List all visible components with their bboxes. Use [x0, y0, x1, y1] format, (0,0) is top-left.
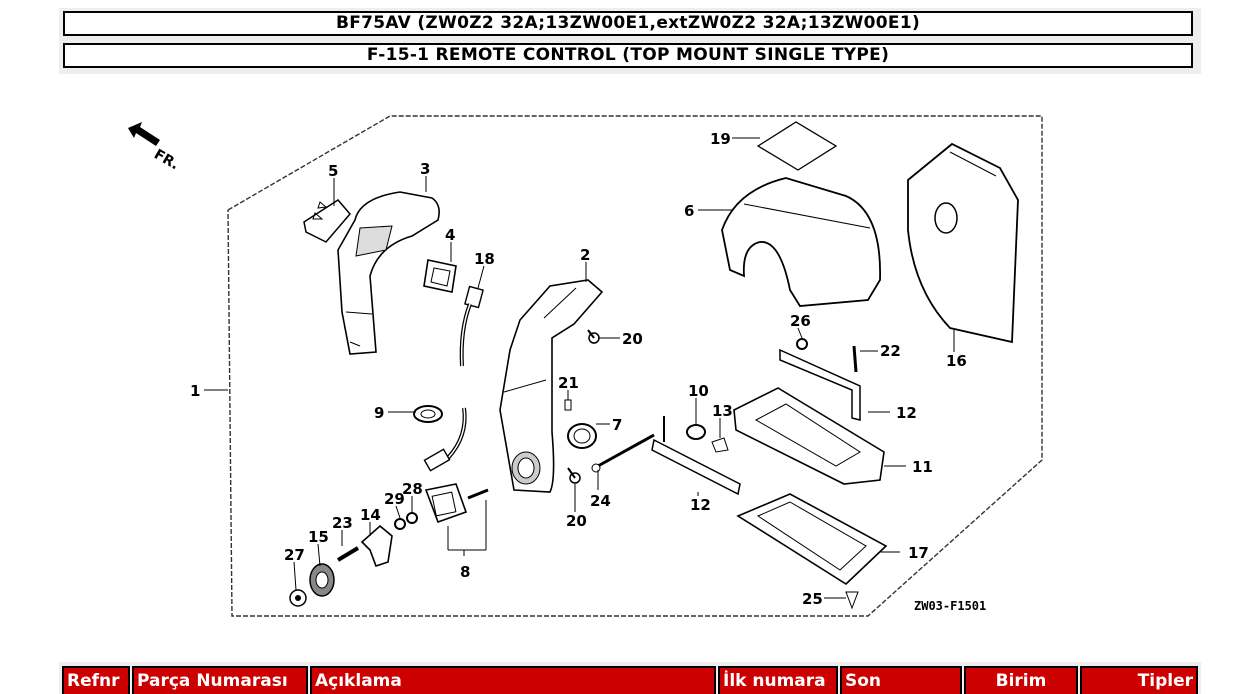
part-20-shape [587, 329, 600, 344]
callout-21: 21 [558, 374, 579, 392]
callout-27: 27 [284, 546, 305, 564]
callout-17: 17 [908, 544, 929, 562]
part-12b-shape [779, 348, 861, 421]
callout-4: 4 [445, 226, 455, 244]
col-part-number[interactable]: Parça Numarası [132, 666, 308, 694]
col-types[interactable]: Tipler [1080, 666, 1198, 694]
callout-20: 20 [622, 330, 643, 348]
part-10-shape [686, 424, 706, 440]
part-22-shape [852, 345, 858, 373]
callout-7: 7 [612, 416, 622, 434]
front-arrow-icon: FR. [128, 122, 182, 173]
part-17-shape [736, 493, 888, 586]
part-5-shape [303, 199, 351, 243]
drawing-code: ZW03-F1501 [914, 599, 986, 613]
part-27-shape [289, 589, 307, 607]
callout-15: 15 [308, 528, 329, 546]
part-18-shape [423, 285, 484, 472]
fr-label: FR. [151, 146, 181, 173]
part-26-shape [796, 338, 808, 350]
callout-18: 18 [474, 250, 495, 268]
part-4-shape [423, 259, 457, 293]
callout-13: 13 [712, 402, 733, 420]
callout-11: 11 [912, 458, 933, 476]
col-refnr[interactable]: Refnr [62, 666, 130, 694]
part-14-shape [360, 524, 393, 568]
callout-25: 25 [802, 590, 823, 608]
callout-3: 3 [420, 160, 430, 178]
part-3-shape [337, 191, 440, 355]
callout-9: 9 [374, 404, 384, 422]
part-19-shape [756, 121, 838, 171]
callout-22: 22 [880, 342, 901, 360]
callout-5: 5 [328, 162, 338, 180]
model-title: BF75AV (ZW0Z2 32A;13ZW00E1,extZW0Z2 32A;… [63, 11, 1193, 36]
callout-19: 19 [710, 130, 731, 148]
part-9-shape [413, 405, 443, 423]
part-2-shape [499, 279, 604, 493]
part-25-shape [845, 591, 859, 610]
col-unit[interactable]: Birim [964, 666, 1078, 694]
callout-12b: 12 [896, 404, 917, 422]
part-20b-shape [567, 467, 581, 484]
callout-8: 8 [460, 563, 470, 581]
part-15-shape [309, 563, 335, 597]
callout-23: 23 [332, 514, 353, 532]
col-description[interactable]: Açıklama [310, 666, 716, 694]
part-7-shape [567, 423, 597, 449]
part-23-shape [336, 546, 360, 562]
col-first-number[interactable]: İlk numara [718, 666, 838, 694]
col-last[interactable]: Son [840, 666, 962, 694]
callout-12: 12 [690, 496, 711, 514]
part-16-shape [907, 142, 1019, 344]
callout-10: 10 [688, 382, 709, 400]
callout-labels: 1 2 3 4 5 6 7 8 9 10 11 12 12 13 14 15 1… [190, 130, 986, 613]
callout-28: 28 [402, 480, 423, 498]
part-6-shape [721, 177, 881, 307]
callout-2: 2 [580, 246, 590, 264]
callout-24: 24 [590, 492, 611, 510]
callout-26: 26 [790, 312, 811, 330]
callout-16: 16 [946, 352, 967, 370]
part-8-shape [424, 483, 489, 551]
callout-20b: 20 [566, 512, 587, 530]
callout-1: 1 [190, 382, 200, 400]
leader-lines [204, 137, 955, 599]
callout-14: 14 [360, 506, 381, 524]
part-12-shape [651, 416, 741, 496]
callout-6: 6 [684, 202, 694, 220]
callout-29: 29 [384, 490, 405, 508]
part-11-shape [733, 387, 885, 485]
parts-diagram: FR. [0, 80, 1260, 650]
header-panel: BF75AV (ZW0Z2 32A;13ZW00E1,extZW0Z2 32A;… [59, 8, 1201, 74]
part-13-shape [711, 437, 729, 453]
part-28-shape [406, 512, 418, 524]
section-title: F-15-1 REMOTE CONTROL (TOP MOUNT SINGLE … [63, 43, 1193, 68]
part-21-shape [564, 399, 572, 411]
part-29-shape [394, 518, 406, 530]
parts-table-header: Refnr Parça Numarası Açıklama İlk numara… [59, 662, 1201, 694]
part-24-shape [591, 433, 655, 473]
